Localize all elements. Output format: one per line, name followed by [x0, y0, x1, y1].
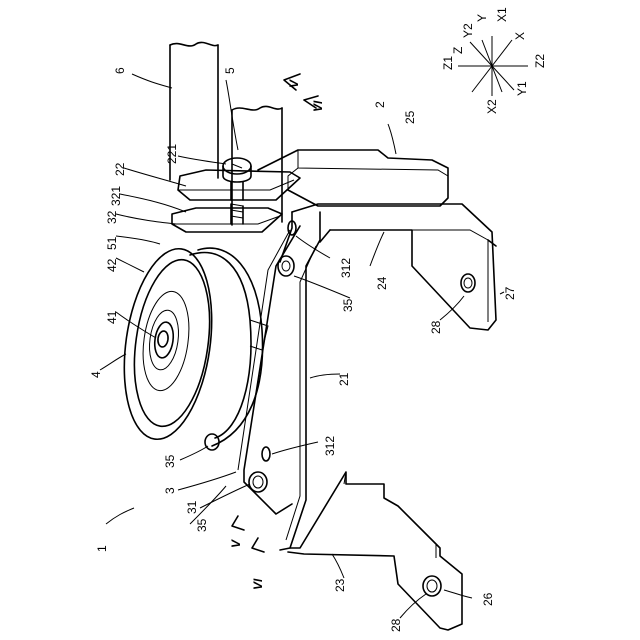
bracket-lower-plate-24	[292, 204, 496, 330]
ref-31: 31	[185, 500, 199, 514]
bolt-35-left	[205, 434, 219, 450]
axis-label-y1: Y1	[515, 81, 529, 96]
bolt-35-lower	[249, 472, 267, 492]
axis-label-y: Y	[475, 14, 489, 22]
axis-label-x2: X2	[485, 99, 499, 114]
section-label-vi-bottom: VI	[251, 578, 265, 590]
ref-25: 25	[403, 110, 417, 124]
ref-312-lower: 312	[323, 436, 337, 456]
ref-5: 5	[223, 67, 237, 74]
ref-3: 3	[163, 487, 177, 494]
axis-label-x: X	[513, 32, 527, 40]
ref-24: 24	[375, 276, 389, 290]
ref-321: 321	[109, 186, 123, 206]
ref-42: 42	[105, 258, 119, 272]
ref-26: 26	[481, 592, 495, 606]
ref-41: 41	[105, 310, 119, 324]
ref-1: 1	[95, 545, 109, 552]
axis-label-y2: Y2	[461, 23, 475, 38]
ref-312-upper: 312	[339, 258, 353, 278]
ref-2: 2	[373, 101, 387, 108]
ref-4: 4	[89, 371, 103, 378]
ref-51: 51	[105, 236, 119, 250]
ref-35-left: 35	[163, 454, 177, 468]
bracket-lower-plate-23	[288, 472, 462, 630]
ref-27: 27	[503, 286, 517, 300]
section-markers	[232, 74, 318, 552]
ref-28-lower: 28	[389, 618, 403, 632]
ref-22: 22	[113, 162, 127, 176]
ref-6: 6	[113, 67, 127, 74]
axis-label-z1: Z1	[441, 56, 455, 70]
ref-23: 23	[333, 578, 347, 592]
section-label-v-bottom: V	[229, 539, 243, 548]
bolt-35-upper	[278, 256, 294, 276]
axis-label-z: Z	[451, 47, 465, 54]
ref-28-upper: 28	[429, 320, 443, 334]
reference-numerals: 6 5 2 25 221 22 321 32 51 312 24 42 35 4…	[89, 7, 547, 632]
axis-label-x1: X1	[495, 7, 509, 22]
pulley-flange-42	[113, 243, 223, 445]
ref-21: 21	[337, 372, 351, 386]
section-label-v-top: V	[287, 79, 301, 88]
axis-label-z2: Z2	[533, 54, 547, 68]
hub-41	[153, 321, 176, 359]
section-label-vi-top: VI	[311, 100, 325, 112]
pulley-4	[113, 243, 268, 446]
screw-221	[223, 158, 251, 224]
ref-35-lower: 35	[195, 518, 209, 532]
ref-221: 221	[165, 144, 179, 164]
ref-32: 32	[105, 210, 119, 224]
bracket-upper-plate-25	[258, 150, 448, 206]
mount-plate-31	[205, 221, 300, 514]
arm-32	[172, 208, 282, 232]
bracket-web-21	[280, 212, 330, 550]
ref-35-upper: 35	[341, 298, 355, 312]
